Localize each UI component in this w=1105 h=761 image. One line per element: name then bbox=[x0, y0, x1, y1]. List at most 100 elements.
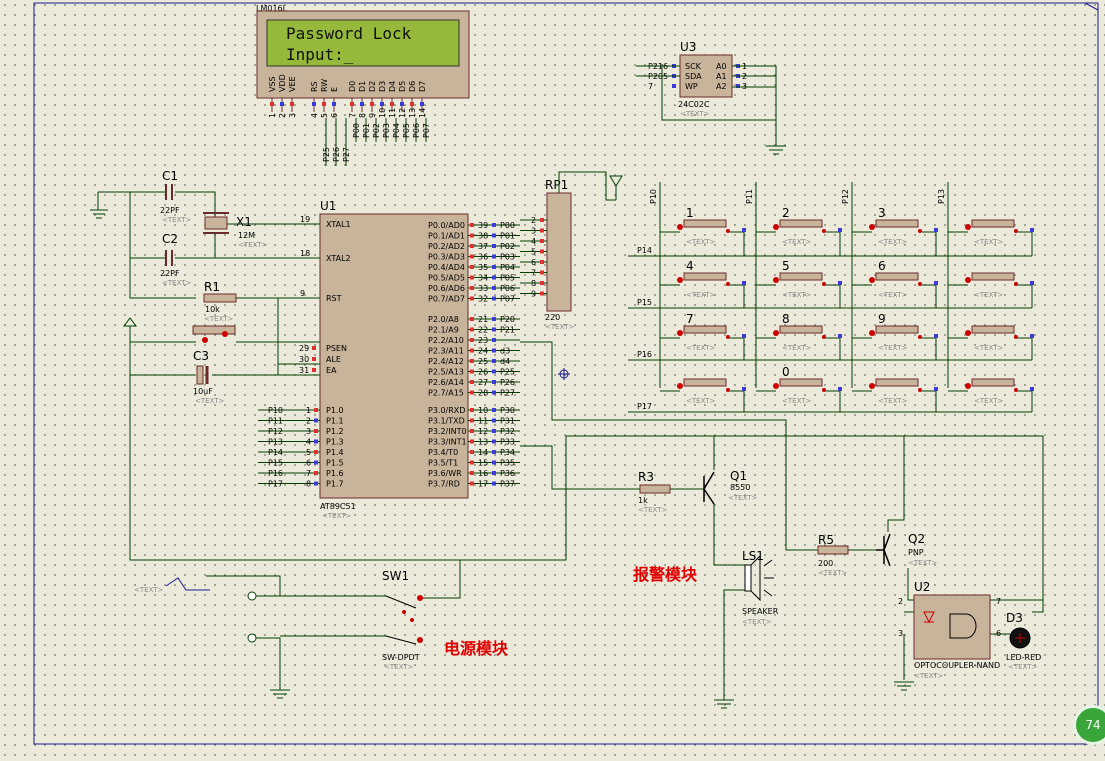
u2-pin: 6 bbox=[996, 629, 1001, 638]
u1-text: <TEXT> bbox=[322, 512, 352, 520]
keypad-key[interactable]: 8<TEXT> bbox=[756, 312, 842, 360]
keypad-key[interactable]: 4<TEXT> bbox=[660, 259, 746, 308]
pin-marker bbox=[540, 281, 544, 285]
keypad-key[interactable]: 2<TEXT> bbox=[756, 206, 842, 256]
pin-marker bbox=[470, 223, 474, 227]
pin-marker bbox=[470, 286, 474, 290]
pin-marker bbox=[492, 275, 496, 280]
r5-text: <TEXT> bbox=[818, 569, 848, 577]
u1-pin-label: P3.1/TXD bbox=[428, 417, 465, 426]
keypad-key[interactable]: <TEXT> bbox=[852, 378, 938, 412]
keypad-key[interactable]: <TEXT> bbox=[948, 219, 1034, 256]
pin-marker bbox=[332, 102, 336, 106]
u1-pin-label: P0.1/AD1 bbox=[428, 232, 465, 241]
c3-value: 10uF bbox=[193, 387, 213, 396]
lcd-pin-label: D6 bbox=[408, 81, 417, 92]
lcd-ctl-net: P27 bbox=[342, 147, 351, 162]
transistor-q1[interactable]: Q1 8550 <TEXT> bbox=[703, 469, 758, 505]
keypad-key[interactable]: 6<TEXT> bbox=[852, 259, 938, 308]
pin-marker bbox=[492, 233, 496, 238]
pin-marker bbox=[312, 368, 316, 372]
crystal-x1[interactable]: X1 12M <TEXT> bbox=[203, 212, 268, 249]
c2-value: 22PF bbox=[160, 269, 180, 278]
capacitor-c3[interactable]: C3 10uF <TEXT> bbox=[193, 349, 225, 405]
pin-marker bbox=[492, 439, 496, 444]
keypad-key[interactable]: 7<TEXT> bbox=[660, 312, 746, 360]
key-text: <TEXT> bbox=[974, 344, 1004, 352]
xtal-wires bbox=[98, 191, 460, 561]
keypad-key[interactable]: 5<TEXT> bbox=[756, 259, 842, 308]
pin-marker bbox=[470, 254, 474, 259]
switch-sw1[interactable]: SW1 SW-DPDT <TEXT> bbox=[382, 569, 423, 671]
pin-marker bbox=[492, 254, 496, 259]
lcd-pin-num: 13 bbox=[408, 108, 417, 118]
u1-pin-label: P0.4/AD4 bbox=[428, 263, 465, 272]
u1-pin-label: P3.6/WR bbox=[428, 469, 462, 478]
keypad-key[interactable]: 0<TEXT> bbox=[756, 365, 842, 412]
page-badge[interactable]: 74 bbox=[1073, 705, 1105, 745]
pin-marker bbox=[312, 346, 316, 350]
resistor-pack-rp1[interactable]: RP1 220 <TEXT> 23456789 bbox=[520, 178, 575, 331]
lcd-display[interactable]: LM016L <TEXT> Password Lock Input:_ VSS1… bbox=[256, 4, 470, 166]
pin-marker bbox=[470, 265, 474, 269]
c2-ref: C2 bbox=[162, 232, 178, 246]
u1-pin-label: EA bbox=[326, 366, 337, 375]
pin-marker bbox=[742, 281, 746, 285]
lcd-pin-label: D3 bbox=[378, 81, 387, 92]
lcd-pin-num: 10 bbox=[378, 108, 387, 118]
optocoupler-ground bbox=[894, 681, 914, 691]
pin-marker bbox=[540, 270, 544, 275]
keypad-key[interactable]: <TEXT> bbox=[948, 272, 1034, 308]
u1-pin-num: 8 bbox=[306, 480, 311, 489]
u1-net: P37 bbox=[500, 480, 515, 489]
u1-p1-net: P13 bbox=[268, 438, 283, 447]
resistor-r3[interactable]: R3 1k <TEXT> bbox=[638, 470, 671, 514]
pin-marker bbox=[470, 408, 474, 412]
capacitor-c2[interactable]: C2 22PF <TEXT> bbox=[160, 232, 192, 287]
keypad-key[interactable]: <TEXT> bbox=[660, 378, 746, 412]
alarm-ground bbox=[714, 699, 734, 709]
u3-net: 7 bbox=[648, 82, 653, 91]
power-input-terminal[interactable]: <TEXT> bbox=[134, 577, 257, 643]
key-text: <TEXT> bbox=[878, 344, 908, 352]
keypad-key[interactable]: 1<TEXT> bbox=[660, 206, 746, 256]
capacitor-c1[interactable]: C1 22PF <TEXT> bbox=[160, 169, 192, 224]
speaker-ls1[interactable]: LS1 SPEAKER <TEXT> bbox=[742, 549, 779, 626]
x1-text: <TEXT> bbox=[238, 241, 268, 249]
keypad-key[interactable]: <TEXT> bbox=[948, 378, 1034, 412]
u1-pin-label: RST bbox=[326, 294, 342, 303]
keypad-row-net: P15 bbox=[637, 298, 652, 307]
pin-marker bbox=[400, 102, 404, 106]
transistor-q2[interactable]: Q2 PNP <TEXT> bbox=[876, 532, 938, 567]
keypad-key[interactable]: 9<TEXT> bbox=[852, 312, 938, 360]
led-d3[interactable]: D3 LED-RED <TEXT> bbox=[1006, 611, 1041, 671]
key-label: 7 bbox=[686, 312, 694, 326]
keypad-col-net: P10 bbox=[649, 189, 658, 204]
u1-pin-label: P2.7/A15 bbox=[428, 389, 464, 398]
q2-value: PNP bbox=[908, 548, 924, 557]
pin-marker bbox=[470, 460, 474, 465]
pin-marker bbox=[380, 102, 384, 106]
pin-marker bbox=[314, 429, 318, 433]
pin-marker bbox=[492, 460, 496, 465]
reset-button[interactable] bbox=[180, 325, 252, 343]
lcd-pin-num: 2 bbox=[278, 113, 287, 118]
key-label: 6 bbox=[878, 259, 886, 273]
u1-microcontroller[interactable]: U1 AT89C51 <TEXT> XTAL119XTAL218RST9PSEN… bbox=[258, 199, 520, 520]
u1-part: AT89C51 bbox=[320, 502, 356, 511]
alarm-wires bbox=[520, 341, 1044, 700]
pin-marker bbox=[492, 338, 496, 342]
u1-pin-label: P1.2 bbox=[326, 427, 344, 436]
optocoupler-u2[interactable]: U2 OPTOCOUPLER-NAND <TEXT> 2 3 7 6 bbox=[898, 580, 1001, 680]
u1-pin-label: P0.6/AD6 bbox=[428, 284, 465, 293]
resistor-r1[interactable]: R1 10k <TEXT> bbox=[203, 280, 237, 323]
u2-pin: 3 bbox=[898, 629, 903, 638]
pin-marker bbox=[492, 390, 496, 395]
resistor-r5[interactable]: R5 200 <TEXT> bbox=[817, 533, 849, 577]
keypad-key[interactable]: 3<TEXT> bbox=[852, 206, 938, 256]
power-text: <TEXT> bbox=[134, 586, 164, 594]
keypad-key[interactable]: <TEXT> bbox=[948, 325, 1034, 360]
pin-marker bbox=[736, 84, 740, 88]
